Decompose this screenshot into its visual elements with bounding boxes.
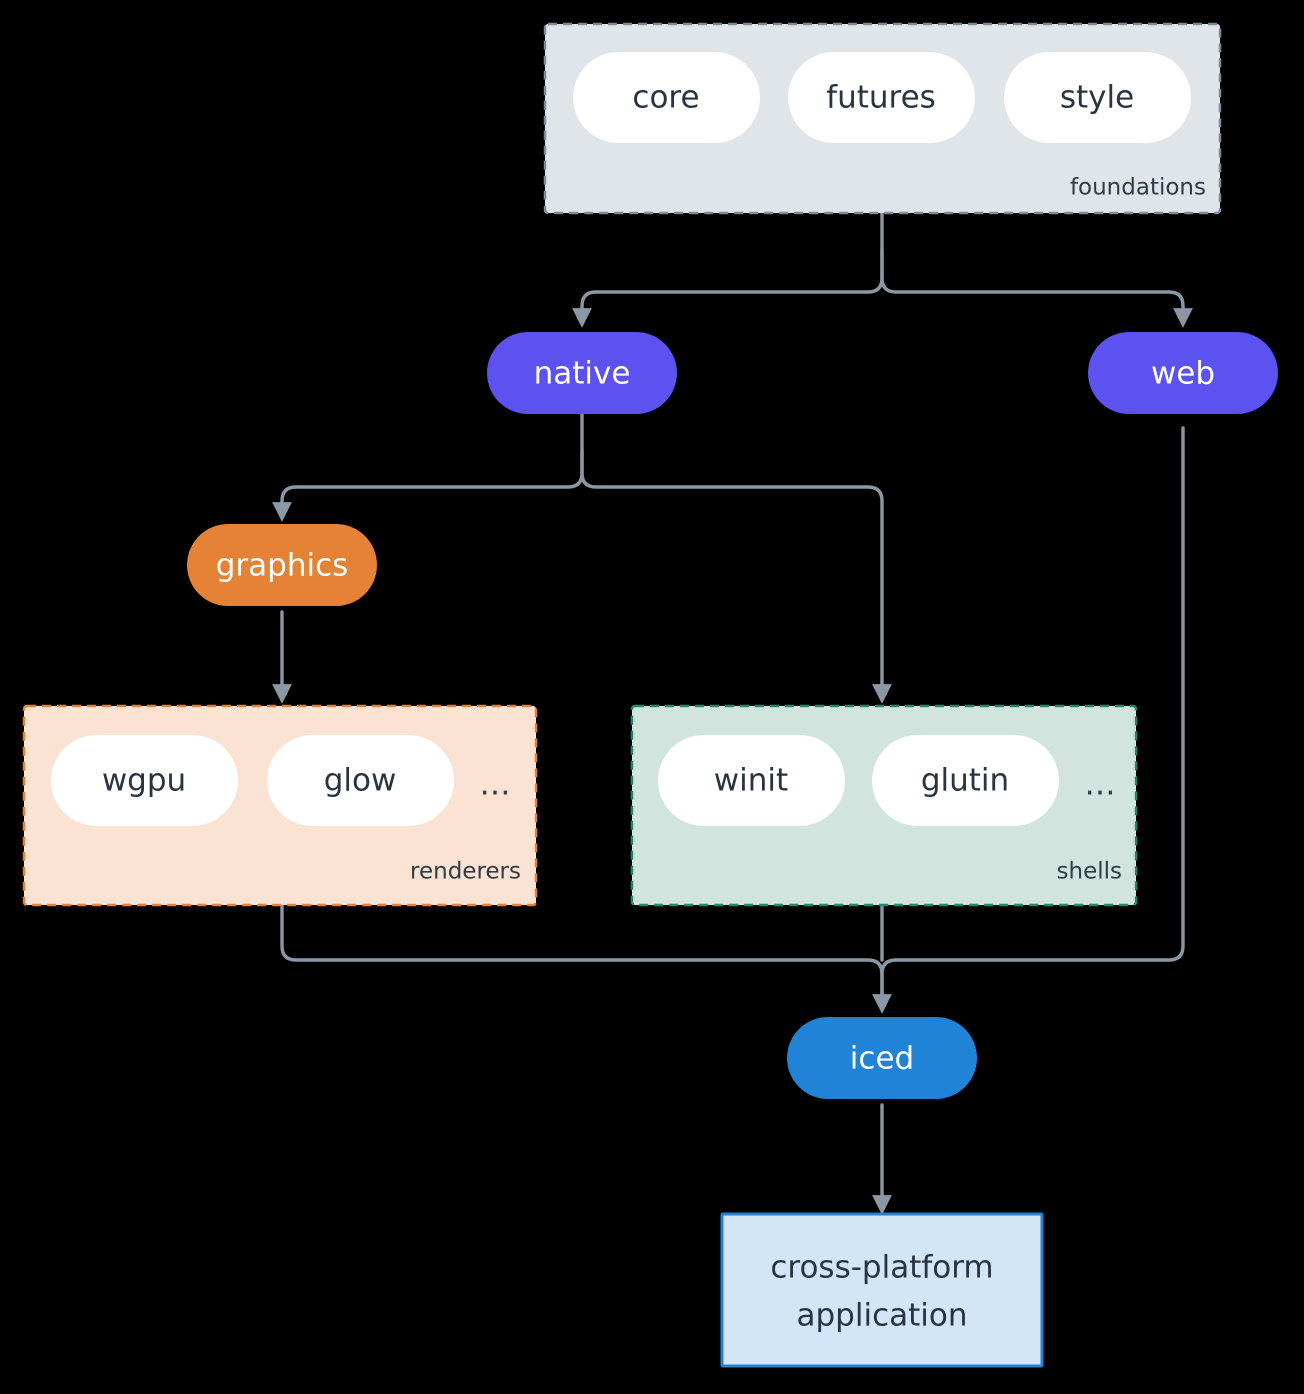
node-iced-shape: [787, 1017, 977, 1099]
edge-foundations-to-web: [880, 248, 1193, 328]
cluster-renderers: wgpu glow … renderers: [22, 704, 538, 907]
leaf-glow-label: glow: [324, 763, 397, 799]
leaf-core-label: core: [632, 80, 699, 116]
node-application-label-line2: application: [797, 1298, 968, 1334]
leaf-futures-label: futures: [826, 80, 936, 116]
node-application[interactable]: cross-platform application: [720, 1212, 1044, 1368]
edge-foundations-split: [572, 211, 884, 328]
leaf-core-pill: [573, 52, 760, 143]
node-application-label-line1: cross-platform: [770, 1250, 993, 1286]
node-iced[interactable]: iced: [787, 1017, 977, 1099]
node-graphics[interactable]: graphics: [187, 524, 377, 606]
node-web-label: web: [1151, 356, 1215, 392]
node-native-label: native: [534, 356, 631, 392]
leaf-winit-label: winit: [714, 763, 788, 799]
edge-native-to-graphics: [272, 411, 584, 522]
leaf-wgpu-pill: [51, 735, 238, 826]
leaf-wgpu-label: wgpu: [102, 763, 186, 799]
node-web[interactable]: web: [1088, 332, 1278, 414]
leaf-glutin-pill: [872, 735, 1059, 826]
node-web-shape: [1088, 332, 1278, 414]
edge-renderers-to-iced: [280, 904, 892, 1014]
node-application-shape: [720, 1212, 1044, 1368]
leaf-futures-pill: [788, 52, 975, 143]
node-graphics-label: graphics: [216, 548, 349, 584]
leaf-node-core[interactable]: core: [573, 52, 760, 143]
node-iced-label: iced: [850, 1041, 914, 1077]
leaf-shells-more-label: …: [1085, 767, 1116, 803]
cluster-foundations-label: foundations: [1070, 175, 1206, 201]
leaf-glow-pill: [267, 735, 454, 826]
leaf-node-futures[interactable]: futures: [788, 52, 975, 143]
leaf-style-label: style: [1060, 80, 1134, 116]
node-native[interactable]: native: [487, 332, 677, 414]
leaf-glutin-label: glutin: [921, 763, 1009, 799]
node-native-shape: [487, 332, 677, 414]
cluster-shells: winit glutin … shells: [630, 704, 1138, 907]
leaf-winit-pill: [658, 735, 845, 826]
leaf-node-style[interactable]: style: [1004, 52, 1191, 143]
cluster-foundations: core futures style foundations: [543, 22, 1222, 215]
edge-native-to-shells: [580, 448, 892, 704]
leaf-node-winit[interactable]: winit: [658, 735, 845, 826]
leaf-node-glutin[interactable]: glutin: [872, 735, 1059, 826]
node-graphics-shape: [187, 524, 377, 606]
leaf-renderers-more-label: …: [480, 767, 511, 803]
leaf-node-glow[interactable]: glow: [267, 735, 454, 826]
leaf-style-pill: [1004, 52, 1191, 143]
cluster-shells-label: shells: [1057, 859, 1122, 885]
leaf-node-wgpu[interactable]: wgpu: [51, 735, 238, 826]
cluster-renderers-label: renderers: [410, 859, 521, 885]
edge-web-to-iced: [880, 426, 1185, 1006]
edge-layer: [272, 211, 1193, 1215]
